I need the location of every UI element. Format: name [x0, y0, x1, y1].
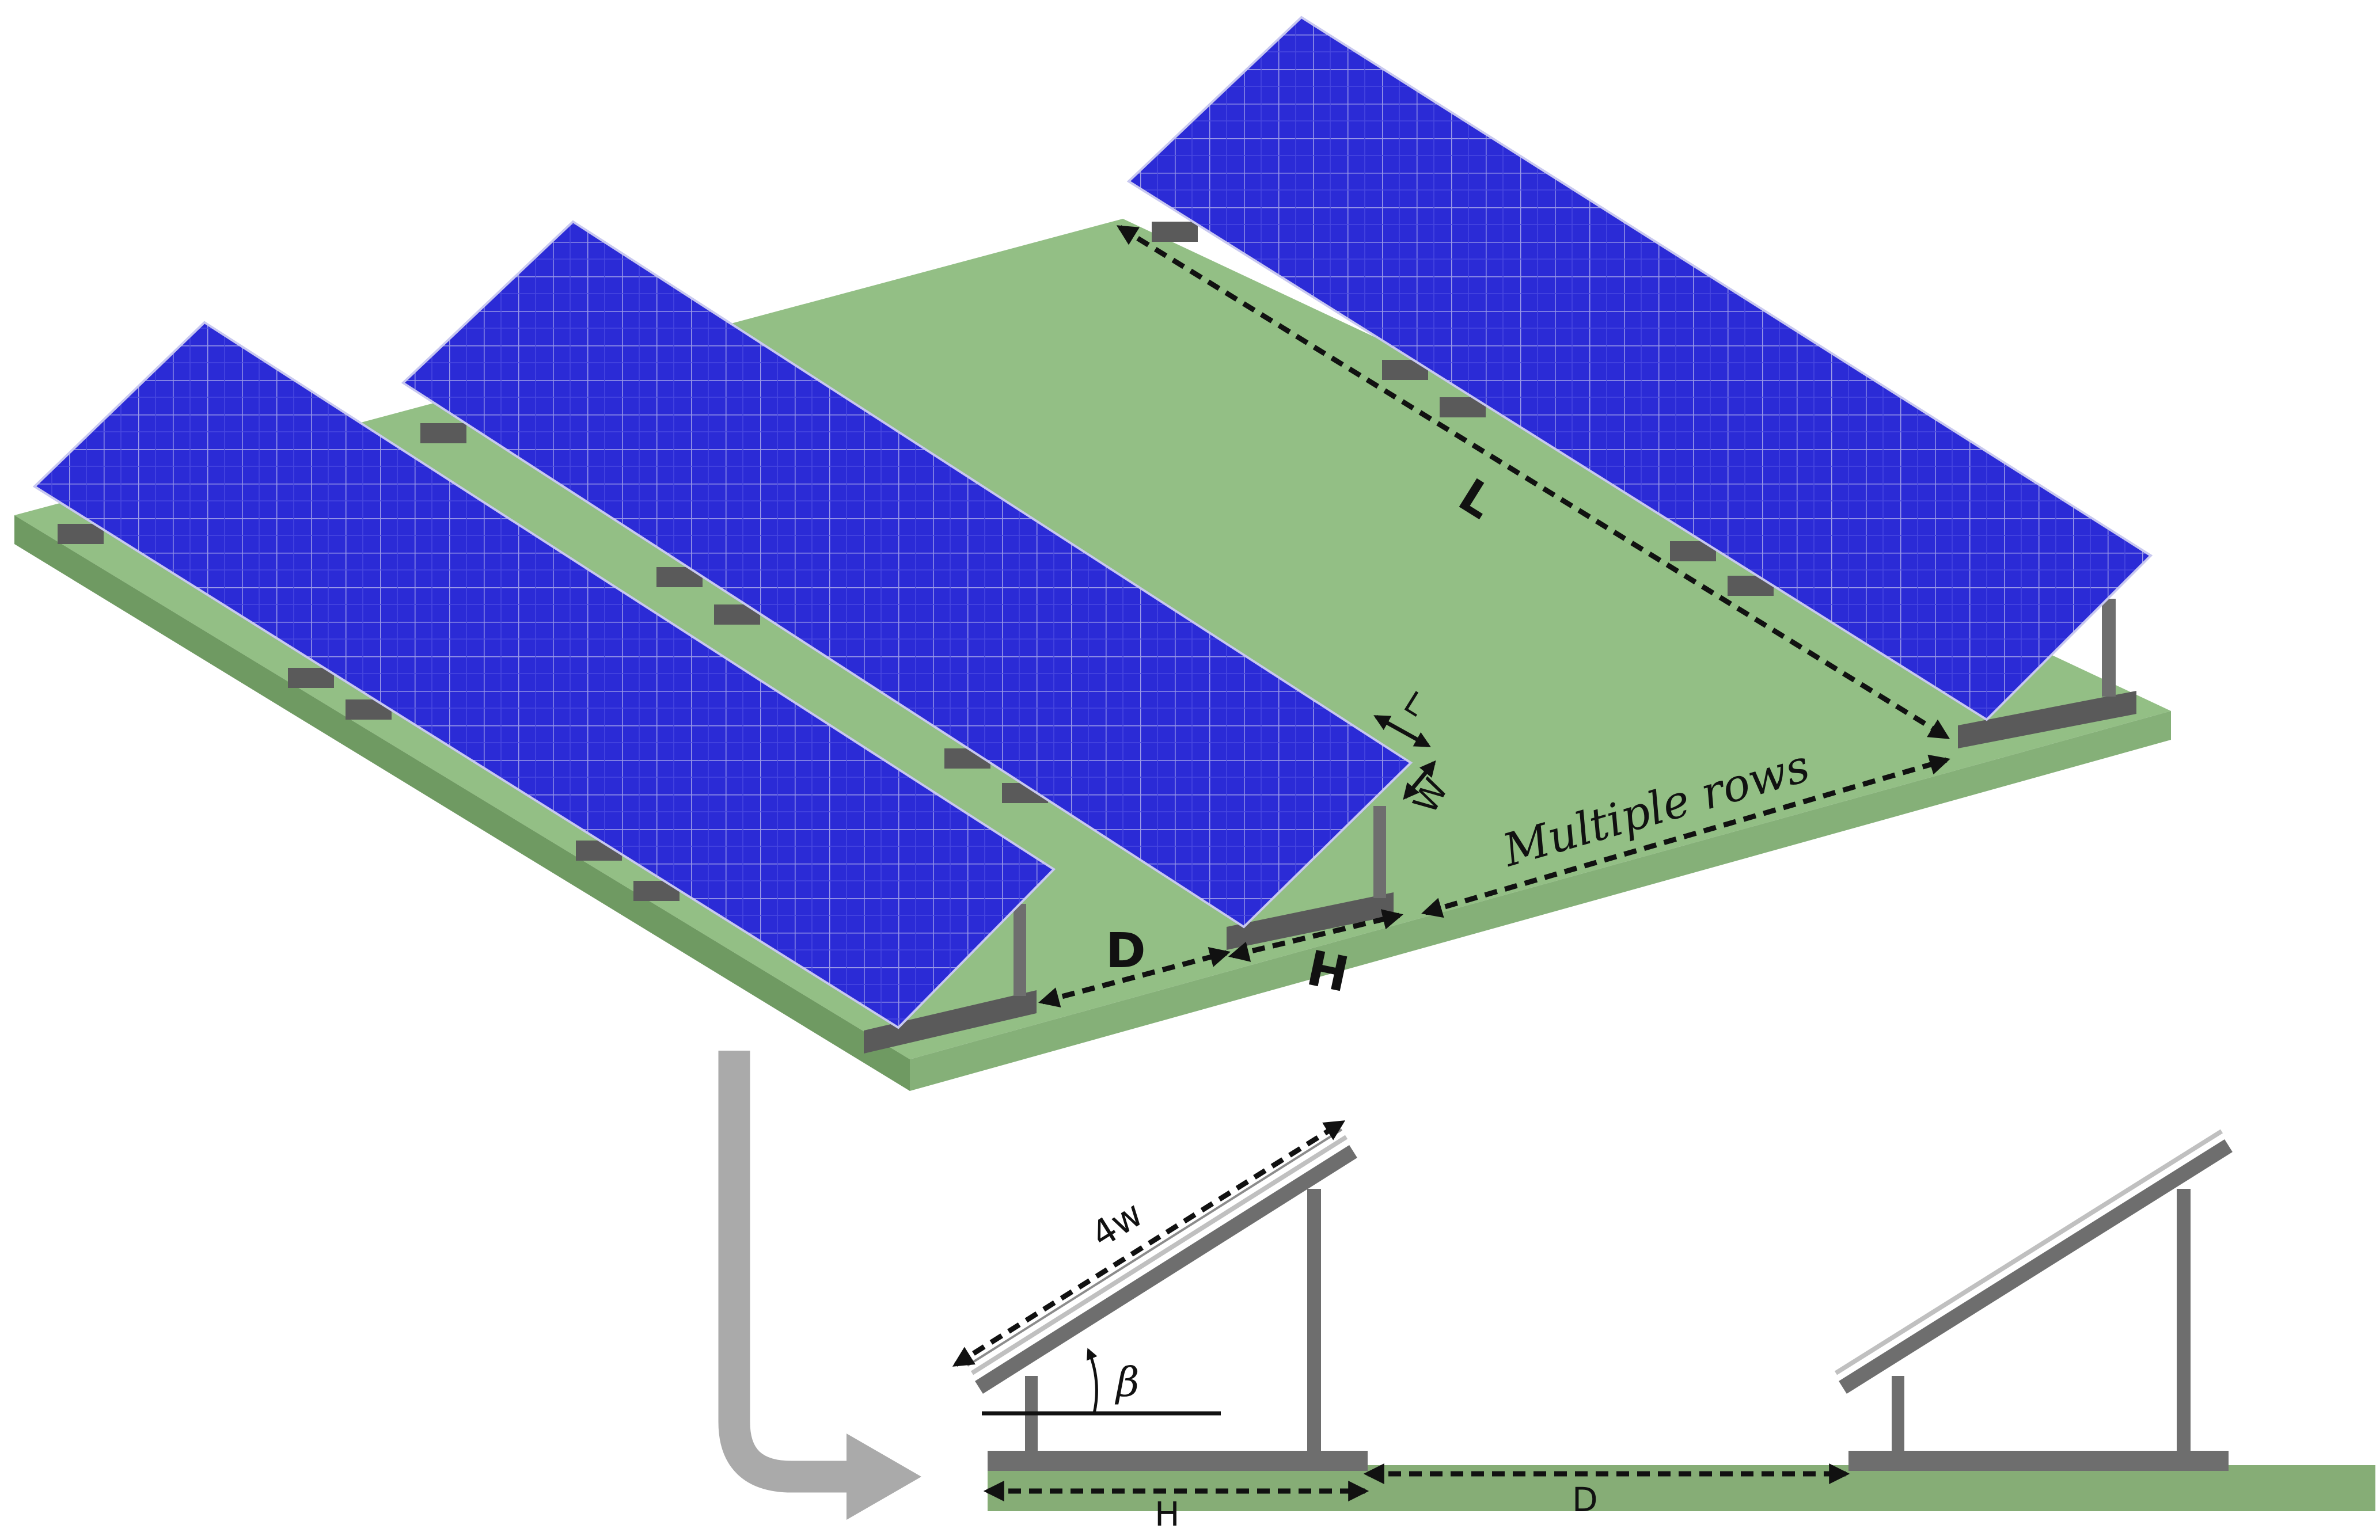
label-footprint-side: H [1155, 1495, 1180, 1534]
footprint-dimension-top [1228, 909, 1403, 962]
label-tilt-angle: β [1114, 1359, 1139, 1406]
spacing-dimension-top [1038, 946, 1231, 1008]
label-spacing-top: D [1106, 922, 1146, 979]
ground-left-edge [14, 515, 910, 1091]
panel-row-1 [32, 321, 1056, 1054]
side-view [952, 1120, 2375, 1511]
length-dimension [1116, 225, 1950, 739]
panel-count-dimension [952, 1120, 1346, 1367]
panel-length-dimension [1373, 714, 1431, 748]
transition-arrow [718, 1051, 921, 1520]
rows-dimension [1421, 754, 1950, 918]
label-spacing-side: D [1572, 1480, 1598, 1519]
dimension-lines-top [1038, 225, 1950, 1008]
tilt-angle-arc [1087, 1348, 1098, 1414]
solar-panel [32, 321, 1056, 1029]
panel-width-dimension [1403, 760, 1436, 800]
